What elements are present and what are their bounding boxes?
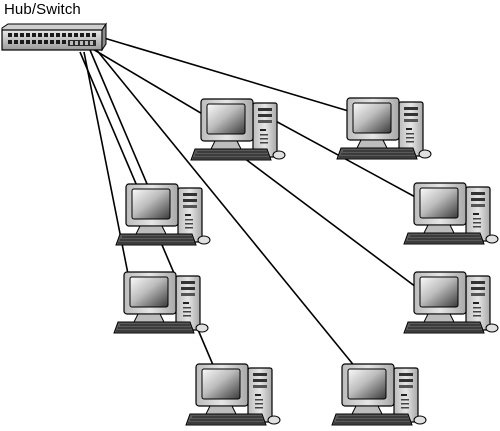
desktop-computer-icon [190, 98, 286, 161]
cable-pc-2 [103, 37, 373, 119]
cable-pc-3 [89, 49, 157, 206]
cable-pc-8 [239, 154, 421, 291]
computer-pc-5 [113, 271, 209, 334]
cable-pc-7 [269, 117, 431, 206]
computer-pc-6 [403, 271, 499, 334]
computer-pc-8 [331, 363, 427, 426]
desktop-computer-icon [336, 97, 432, 160]
computer-pc-3 [115, 183, 211, 246]
desktop-computer-icon [113, 271, 209, 334]
desktop-computer-icon [331, 363, 427, 426]
cable-pc-4 [83, 51, 131, 285]
computer-pc-4 [403, 182, 499, 245]
desktop-computer-icon [403, 271, 499, 334]
desktop-computer-icon [185, 363, 281, 426]
computer-pc-7 [185, 363, 281, 426]
desktop-computer-icon [115, 183, 211, 246]
desktop-computer-icon [403, 182, 499, 245]
computer-pc-2 [336, 97, 432, 160]
hub-label: Hub/Switch [4, 1, 81, 18]
computer-pc-1 [190, 98, 286, 161]
hub-switch-icon [1, 22, 107, 52]
cable-pc-6 [94, 47, 357, 369]
